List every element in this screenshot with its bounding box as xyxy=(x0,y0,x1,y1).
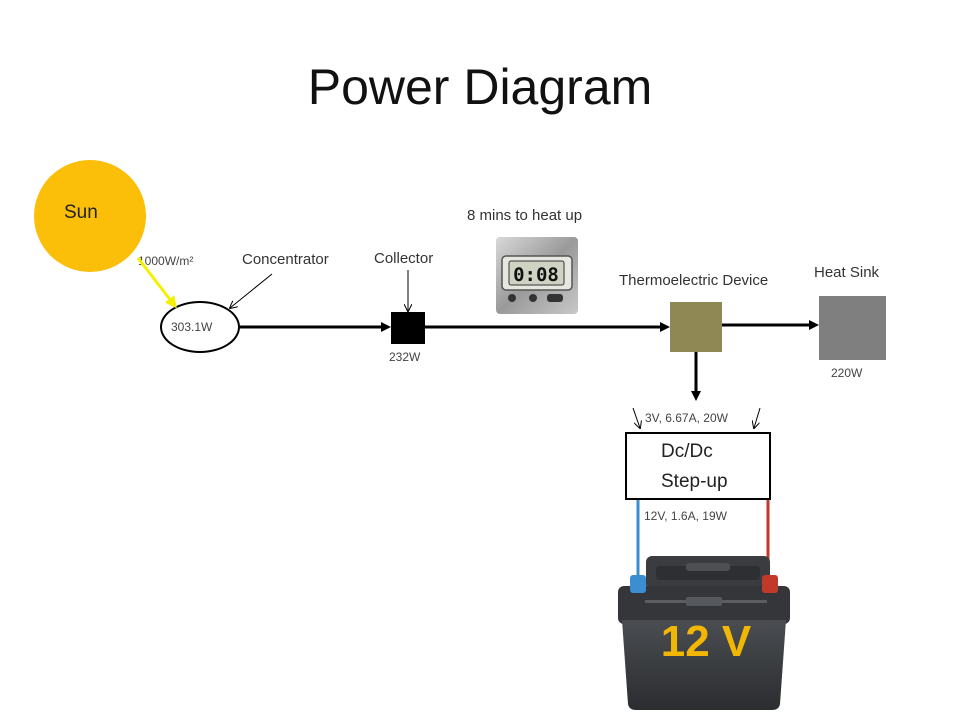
timer-icon xyxy=(496,237,578,314)
sun-label: Sun xyxy=(64,202,98,223)
sun-ray-arrow xyxy=(136,257,177,309)
dcdc-output-label: 12V, 1.6A, 19W xyxy=(644,509,727,523)
thermoelectric-label: Thermoelectric Device xyxy=(619,272,769,289)
sun-icon xyxy=(34,160,146,272)
thermoelectric-node xyxy=(670,302,722,352)
dcdc-converter xyxy=(625,432,771,500)
battery-icon xyxy=(618,556,790,710)
concentrator-pointer xyxy=(230,273,273,308)
collector-node xyxy=(391,312,425,344)
timer-display: 0:08 xyxy=(513,264,559,286)
dcdc-input-arrow-right xyxy=(754,407,761,428)
dcdc-label-line2: Step-up xyxy=(661,471,728,492)
concentrator-power: 303.1W xyxy=(171,320,213,334)
irradiance-label: 1000W/m² xyxy=(138,254,194,268)
dcdc-label-line1: Dc/Dc xyxy=(661,441,713,462)
heat-sink-label: Heat Sink xyxy=(814,264,880,281)
concentrator-node xyxy=(160,301,240,353)
heat-sink-power: 220W xyxy=(831,366,863,380)
collector-power: 232W xyxy=(389,350,421,364)
heat-time-label: 8 mins to heat up xyxy=(467,207,583,224)
concentrator-label: Concentrator xyxy=(242,251,329,268)
dcdc-input-arrow-left xyxy=(632,407,640,428)
te-output-label: 3V, 6.67A, 20W xyxy=(645,411,728,425)
battery-label: 12 V xyxy=(661,617,752,666)
page-title: Power Diagram xyxy=(307,59,653,115)
heat-sink-node xyxy=(819,296,886,360)
collector-label: Collector xyxy=(374,250,434,267)
